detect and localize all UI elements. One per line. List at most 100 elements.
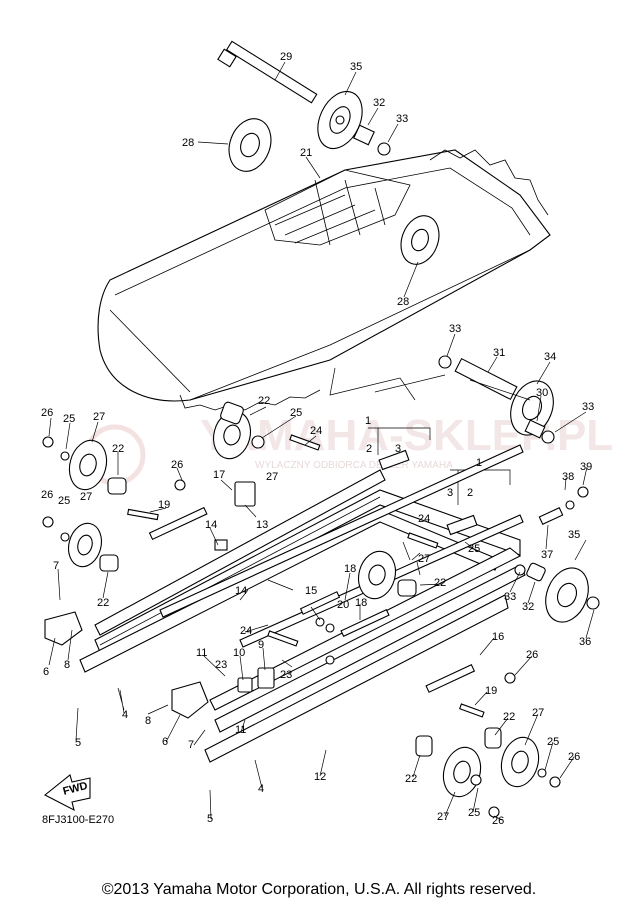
wheel-34	[510, 380, 554, 436]
track-belt	[97, 149, 551, 411]
callout-7: 7	[188, 739, 194, 751]
callout-10: 10	[233, 647, 245, 659]
copyright-text: ©2013 Yamaha Motor Corporation, U.S.A. A…	[101, 881, 537, 898]
callout-25: 25	[290, 407, 302, 419]
callout-32: 32	[522, 601, 534, 613]
callout-33: 33	[582, 401, 594, 413]
callout-labels: 29 35 32 33 28 21 28 33 31 34 30 33 1 2 …	[41, 51, 594, 827]
wheel-27-e	[442, 746, 482, 798]
callout-18: 18	[344, 563, 356, 575]
callout-3: 3	[447, 487, 453, 499]
callout-15: 15	[305, 585, 317, 597]
callout-28: 28	[182, 137, 194, 149]
callout-34: 34	[544, 351, 556, 363]
wheel-27-a	[68, 439, 108, 491]
exploded-parts-diagram: YAMAHA-SKLEP.PL WYLACZNY ODBIORCA DEALER…	[41, 40, 613, 827]
callout-27: 27	[93, 411, 105, 423]
callout-8: 8	[145, 715, 151, 727]
callout-5: 5	[207, 813, 213, 825]
callout-6: 6	[43, 666, 49, 678]
wheel-35-top	[317, 90, 363, 150]
callout-26: 26	[568, 751, 580, 763]
small-parts	[42, 401, 600, 818]
copyright-footer: ©2013 Yamaha Motor Corporation, U.S.A. A…	[0, 872, 638, 908]
wear-bar-4-right	[204, 594, 509, 763]
axle-31	[454, 357, 518, 401]
callout-33: 33	[396, 113, 408, 125]
callout-2: 2	[366, 443, 372, 455]
callout-36: 36	[579, 636, 591, 648]
callout-22: 22	[97, 597, 109, 609]
callout-26: 26	[492, 815, 504, 827]
callout-8: 8	[64, 659, 70, 671]
callout-24: 24	[310, 425, 322, 437]
callout-18: 18	[355, 597, 367, 609]
callout-26: 26	[41, 407, 53, 419]
callout-39: 39	[580, 461, 592, 473]
stopper-6-left	[44, 611, 83, 646]
wheel-27-c	[212, 410, 252, 460]
callout-14: 14	[205, 519, 217, 531]
callout-27: 27	[437, 811, 449, 823]
callout-22: 22	[258, 395, 270, 407]
callout-13: 13	[256, 519, 268, 531]
callout-24: 24	[418, 513, 430, 525]
wheel-28-top	[228, 118, 272, 172]
callout-27: 27	[80, 491, 92, 503]
callout-27: 27	[532, 707, 544, 719]
wheel-27-b	[67, 522, 103, 568]
callout-26: 26	[41, 489, 53, 501]
nut-33-right	[438, 355, 452, 369]
callout-22: 22	[434, 577, 446, 589]
callout-27: 27	[418, 553, 430, 565]
callout-38: 38	[562, 471, 574, 483]
callout-11: 11	[235, 724, 246, 736]
rear-axle-29	[217, 40, 318, 104]
callout-14: 14	[235, 585, 247, 597]
diagram-code: 8FJ3100-E270	[42, 814, 114, 826]
callout-33: 33	[449, 323, 461, 335]
callout-20: 20	[337, 599, 349, 611]
callout-22: 22	[405, 773, 417, 785]
callout-5: 5	[75, 737, 81, 749]
svg-text:WYLACZNY ODBIORCA DEALER YAMAH: WYLACZNY ODBIORCA DEALER YAMAHA	[255, 460, 453, 471]
callout-23: 23	[280, 669, 292, 681]
leader-lines	[48, 61, 595, 821]
callout-25: 25	[468, 807, 480, 819]
callout-25: 25	[58, 495, 70, 507]
callout-6: 6	[162, 736, 168, 748]
callout-21: 21	[300, 147, 312, 159]
wheel-27-d	[357, 550, 397, 600]
fwd-arrow-icon: FWD	[43, 774, 91, 812]
collar-30	[524, 419, 546, 439]
callout-24: 24	[240, 625, 252, 637]
callout-22: 22	[112, 443, 124, 455]
callout-9: 9	[258, 639, 264, 651]
callout-25: 25	[547, 736, 559, 748]
callout-19: 19	[485, 685, 497, 697]
wheel-35-bottom	[545, 567, 589, 623]
nut-33-far	[541, 430, 555, 444]
stopper-6-right	[171, 681, 209, 719]
nut-33-top	[377, 142, 391, 156]
callout-27: 27	[266, 471, 278, 483]
callout-25: 25	[468, 543, 480, 555]
callout-35: 35	[568, 529, 580, 541]
callout-25: 25	[63, 413, 75, 425]
callout-19: 19	[158, 499, 170, 511]
callout-37: 37	[541, 549, 553, 561]
callout-16: 16	[492, 631, 504, 643]
callout-29: 29	[280, 51, 292, 63]
callout-12: 12	[314, 771, 326, 783]
wheel-28-mid	[400, 215, 440, 265]
callout-7: 7	[53, 560, 59, 572]
slide-rail-right	[209, 547, 526, 733]
callout-33: 33	[504, 591, 516, 603]
callout-1: 1	[476, 457, 482, 469]
callout-32: 32	[373, 97, 385, 109]
callout-26: 26	[526, 649, 538, 661]
callout-3: 3	[395, 443, 401, 455]
callout-30: 30	[536, 387, 548, 399]
callout-4: 4	[258, 783, 264, 795]
callout-23: 23	[215, 659, 227, 671]
